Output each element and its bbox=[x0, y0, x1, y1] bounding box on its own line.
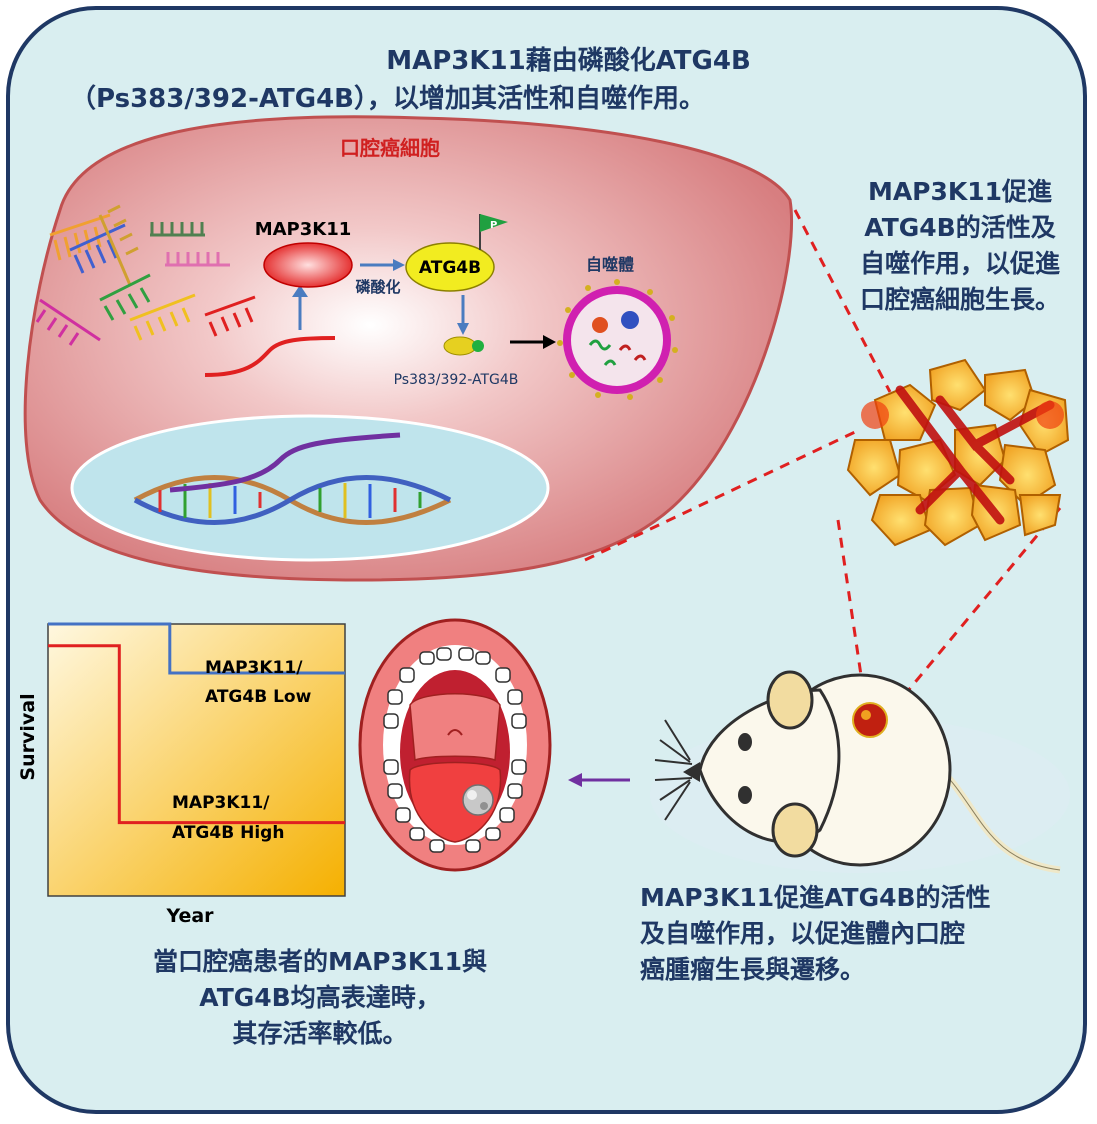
rna-fragments-icon bbox=[35, 204, 256, 346]
survival-series-low bbox=[48, 622, 345, 675]
map3k11-protein bbox=[263, 242, 353, 288]
right-bottom-line-1: MAP3K11促進ATG4B的活性 bbox=[640, 883, 991, 912]
right-top-line-3: 自噬作用，以促進 bbox=[859, 249, 1060, 278]
bottom-left-line-1: 當口腔癌患者的MAP3K11與 bbox=[152, 947, 488, 976]
survival-series-high bbox=[48, 644, 345, 825]
legend-low-line2: ATG4B Low bbox=[205, 687, 312, 707]
connector-lines bbox=[584, 209, 1062, 711]
right-top-line-4: 口腔癌細胞生長。 bbox=[859, 285, 1060, 314]
mouse-icon bbox=[650, 670, 1070, 874]
right-top-caption: MAP3K11促進 ATG4B的活性及 自噬作用，以促進 口腔癌細胞生長。 bbox=[830, 174, 1090, 318]
autophagosome-label: 自噬體 bbox=[586, 255, 634, 274]
mrna-strand bbox=[169, 432, 401, 493]
dna-helix-icon bbox=[133, 475, 452, 525]
x-axis-label: Year bbox=[165, 905, 214, 927]
y-axis-label: Survival bbox=[17, 693, 39, 780]
right-bottom-line-3: 癌腫瘤生長與遷移。 bbox=[640, 955, 866, 984]
ps-atg4b-icon bbox=[443, 336, 484, 356]
bottom-left-line-2: ATG4B均高表達時， bbox=[199, 983, 441, 1012]
header-line-1: MAP3K11藉由磷酸化ATG4B bbox=[386, 46, 751, 76]
right-top-line-2: ATG4B的活性及 bbox=[864, 213, 1056, 242]
tumor-cluster-icon bbox=[846, 358, 1070, 547]
atg4b-label: ATG4B bbox=[419, 258, 481, 278]
legend-high-line2: ATG4B High bbox=[172, 823, 284, 843]
survival-chart: Survival Year MAP3K11/ ATG4B Low MAP3K11… bbox=[17, 622, 346, 927]
legend-low-line1: MAP3K11/ bbox=[205, 658, 303, 678]
header-line-2: （Ps383/392-ATG4B），以增加其活性和自噬作用。 bbox=[70, 84, 705, 114]
right-bottom-line-2: 及自噬作用，以促進體內口腔 bbox=[640, 919, 966, 948]
phosphorylation-label: 磷酸化 bbox=[355, 278, 400, 296]
bottom-left-line-3: 其存活率較低。 bbox=[232, 1019, 408, 1048]
map3k11-label: MAP3K11 bbox=[255, 219, 352, 240]
autophagosome-icon bbox=[557, 279, 678, 400]
cell-title: 口腔癌細胞 bbox=[340, 136, 440, 160]
mouse-tumor-icon bbox=[852, 702, 888, 738]
right-bottom-caption: MAP3K11促進ATG4B的活性 及自噬作用，以促進體內口腔 癌腫瘤生長與遷移… bbox=[640, 880, 1060, 988]
bottom-left-caption: 當口腔癌患者的MAP3K11與 ATG4B均高表達時， 其存活率較低。 bbox=[90, 944, 550, 1052]
map3k11-mrna bbox=[204, 336, 336, 377]
chart-plot-area bbox=[47, 623, 346, 897]
svg-text:P: P bbox=[490, 220, 497, 231]
ps-atg4b-label: Ps383/392-ATG4B bbox=[394, 372, 519, 388]
atg4b-protein bbox=[405, 242, 495, 292]
right-top-line-1: MAP3K11促進 bbox=[867, 177, 1053, 206]
phospho-flag-icon: P bbox=[479, 214, 508, 250]
oral-tumor-icon bbox=[462, 784, 494, 816]
oral-cavity-icon bbox=[358, 618, 552, 872]
legend-high-line1: MAP3K11/ bbox=[172, 793, 270, 813]
